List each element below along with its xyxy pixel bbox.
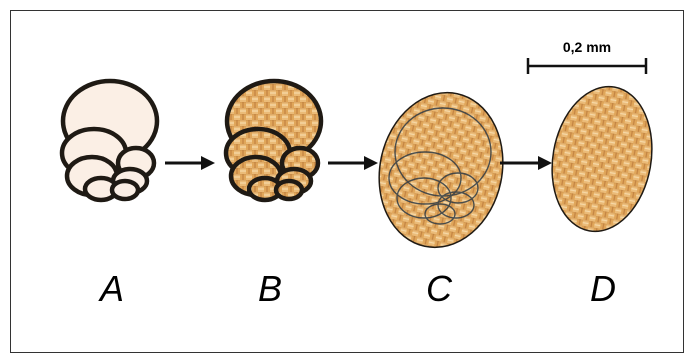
panel-label-b: B: [258, 268, 282, 309]
figure-frame: [10, 10, 684, 353]
panel-d-cast: [551, 85, 653, 233]
panel-c-cast: [378, 91, 504, 249]
panel-a-shell: [59, 78, 160, 203]
panel-label-d: D: [590, 268, 616, 309]
panel-label-a: A: [98, 268, 124, 309]
panel-b-shell: [223, 78, 324, 203]
arrow-b-to-c: [328, 156, 378, 170]
arrow-c-to-d: [500, 156, 552, 170]
panel-label-c: C: [426, 268, 453, 309]
scale-bar: 0,2 mm: [526, 39, 648, 74]
scale-bar-label: 0,2 mm: [563, 39, 611, 55]
arrow-a-to-b: [165, 156, 215, 170]
